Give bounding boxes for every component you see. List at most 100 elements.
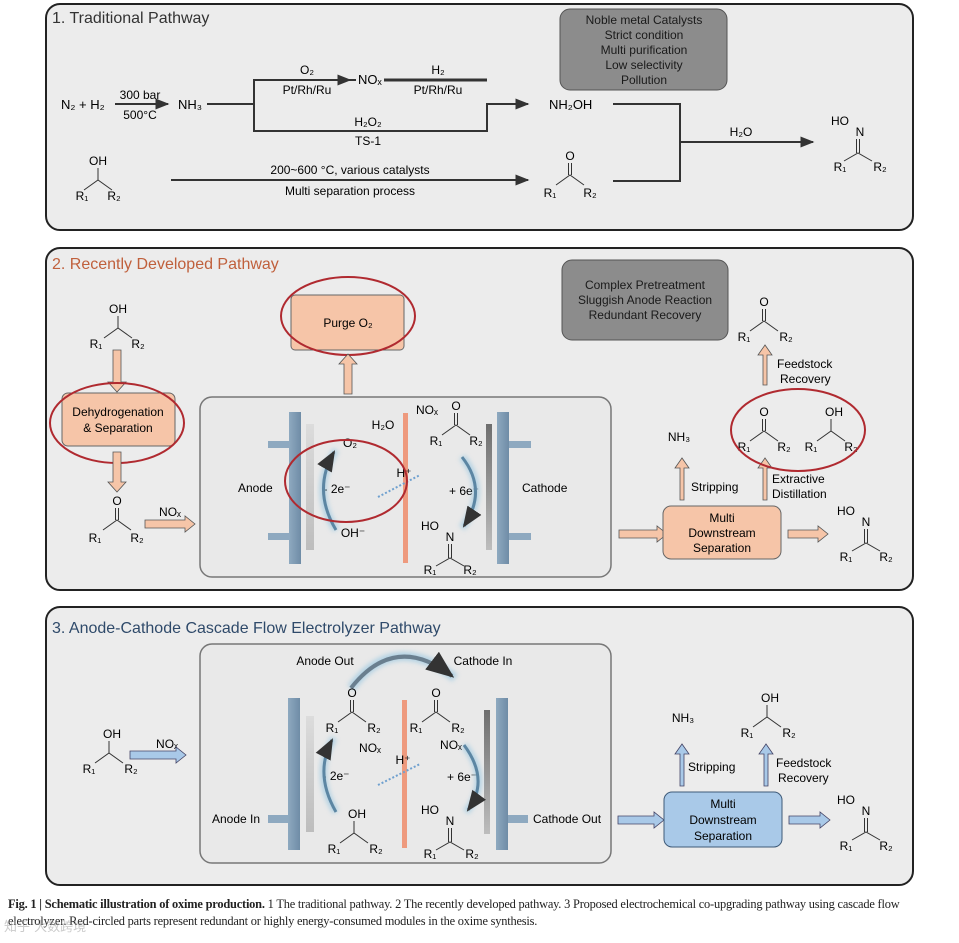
distillation-label: Distillation xyxy=(772,487,827,501)
separation-line3: Separation xyxy=(693,541,751,555)
svg-text:R₁: R₁ xyxy=(834,160,847,174)
ketone-route-condition: 200~600 °C, various catalysts xyxy=(270,163,429,177)
svg-text:R₂: R₂ xyxy=(369,842,383,856)
down-arrow xyxy=(107,349,127,393)
anode-tab xyxy=(268,533,290,540)
anode-cycle-arrow xyxy=(317,450,338,531)
svg-text:R₁: R₁ xyxy=(840,550,853,564)
svg-text:O: O xyxy=(759,405,768,419)
oxime-product: N HO R₁ R₂ xyxy=(837,504,893,564)
issues-box-traditional xyxy=(559,8,728,91)
svg-text:R₂: R₂ xyxy=(465,847,479,861)
feedstock-label: Feedstock xyxy=(777,357,833,371)
anode-electrode xyxy=(288,698,300,850)
issue-item: Noble metal Catalysts xyxy=(586,13,703,27)
o2-label: O₂ xyxy=(343,436,357,450)
anode-catalyst-layer xyxy=(306,424,314,550)
anode-tab xyxy=(268,441,290,448)
svg-text:O: O xyxy=(565,149,574,163)
red-circle-recovery xyxy=(730,388,866,472)
alcohol-structure: OH R₁ R₂ xyxy=(805,405,858,454)
oxime-structure: N HO R₁ R₂ xyxy=(421,519,477,577)
svg-text:R₂: R₂ xyxy=(124,762,138,776)
cathode-catalyst-layer xyxy=(484,710,490,834)
watermark: 知乎 大数跨境 xyxy=(4,920,87,935)
reagent-h2o: H₂O xyxy=(730,125,753,139)
to-separation-arrow xyxy=(617,811,665,829)
svg-text:R₁: R₁ xyxy=(424,847,437,861)
svg-text:OH: OH xyxy=(348,807,366,821)
cathode-catalyst-layer xyxy=(486,424,492,550)
svg-text:R₁: R₁ xyxy=(83,762,96,776)
h2o-label: H₂O xyxy=(372,418,395,432)
svg-text:R₁: R₁ xyxy=(326,721,339,735)
plus-6e-label: + 6e⁻ xyxy=(449,484,479,498)
cathode-tab xyxy=(509,441,531,448)
ketone-structure: O R₁ R₂ xyxy=(544,149,597,200)
svg-text:HO: HO xyxy=(421,519,439,533)
nox-anode-label: NOₓ xyxy=(359,741,381,755)
issue-item: Strict condition xyxy=(605,28,684,42)
ketone-cathode: O R₁ R₂ xyxy=(410,686,465,735)
svg-text:R₂: R₂ xyxy=(469,434,483,448)
red-circle-anode-reaction xyxy=(284,439,408,523)
svg-text:R₂: R₂ xyxy=(107,189,121,203)
nh3-label: NH₃ xyxy=(668,430,690,444)
svg-text:HO: HO xyxy=(837,504,855,518)
anode-in-port xyxy=(268,815,288,823)
oxime-structure: N HO R₁ R₂ xyxy=(831,114,887,174)
anode-catalyst-layer xyxy=(306,716,314,832)
svg-text:OH: OH xyxy=(89,154,107,168)
svg-text:R₁: R₁ xyxy=(741,726,754,740)
panel-2-title: 2. Recently Developed Pathway xyxy=(52,256,279,273)
extractive-distillation-arrow xyxy=(757,457,773,501)
panel-traditional: 1. Traditional Pathway Noble metal Catal… xyxy=(45,3,914,231)
minus-2e-label: - 2e⁻ xyxy=(323,482,350,496)
issues-box-recent xyxy=(561,259,729,341)
svg-text:O: O xyxy=(759,295,768,309)
nox-cell-label: NOₓ xyxy=(416,403,438,417)
svg-text:R₁: R₁ xyxy=(76,189,89,203)
panel-recent: 2. Recently Developed Pathway OH R₁ R₂ D… xyxy=(45,247,914,591)
svg-text:R₁: R₁ xyxy=(544,186,557,200)
anode-cycle-arrow xyxy=(315,738,338,813)
svg-text:R₁: R₁ xyxy=(410,721,423,735)
svg-text:R₂: R₂ xyxy=(782,726,796,740)
issue-item: Pollution xyxy=(621,73,667,87)
anode-out-label: Anode Out xyxy=(296,654,354,668)
alcohol-feed: OH R₁ R₂ xyxy=(83,727,138,776)
nh3-label: NH₃ xyxy=(672,711,694,725)
svg-text:N: N xyxy=(446,814,455,828)
dehydrogenation-label: Dehydrogenation xyxy=(72,405,163,419)
separation-line1: Multi xyxy=(709,511,734,525)
nh2oh-label: NH₂OH xyxy=(549,97,592,112)
svg-text:OH: OH xyxy=(109,302,127,316)
alcohol-structure: OH R₁ R₂ xyxy=(90,302,145,351)
svg-text:O: O xyxy=(451,399,460,413)
svg-text:R₂: R₂ xyxy=(779,330,793,344)
feedstock-recovery-arrow xyxy=(758,743,774,787)
nox-feed-label: NOₓ xyxy=(156,737,178,751)
to-oxime-arrow xyxy=(787,525,829,543)
svg-text:R₁: R₁ xyxy=(430,434,443,448)
oh-label: OH⁻ xyxy=(341,526,365,540)
svg-text:R₂: R₂ xyxy=(131,337,145,351)
separation-line2: Downstream xyxy=(688,526,755,540)
haber-condition-pressure: 300 bar xyxy=(120,88,161,102)
cathode-tab xyxy=(509,533,531,540)
recovery-label: Recovery xyxy=(780,372,831,386)
svg-text:OH: OH xyxy=(825,405,843,419)
svg-text:R₁: R₁ xyxy=(738,330,751,344)
ketone-structure: O R₁ R₂ xyxy=(430,399,483,448)
svg-text:N: N xyxy=(862,515,871,529)
svg-text:R₂: R₂ xyxy=(879,550,893,564)
catalyst-ts1: TS-1 xyxy=(355,134,381,148)
svg-text:N: N xyxy=(446,530,455,544)
catalyst-ptrhru-2: Pt/Rh/Ru xyxy=(414,83,463,97)
issue-item: Complex Pretreatment xyxy=(585,278,706,292)
svg-text:R₂: R₂ xyxy=(463,563,477,577)
panel-1-frame xyxy=(45,3,914,231)
alcohol-anode: OH R₁ R₂ xyxy=(328,807,383,856)
catalyst-ptrhru: Pt/Rh/Ru xyxy=(283,83,332,97)
svg-text:OH: OH xyxy=(103,727,121,741)
